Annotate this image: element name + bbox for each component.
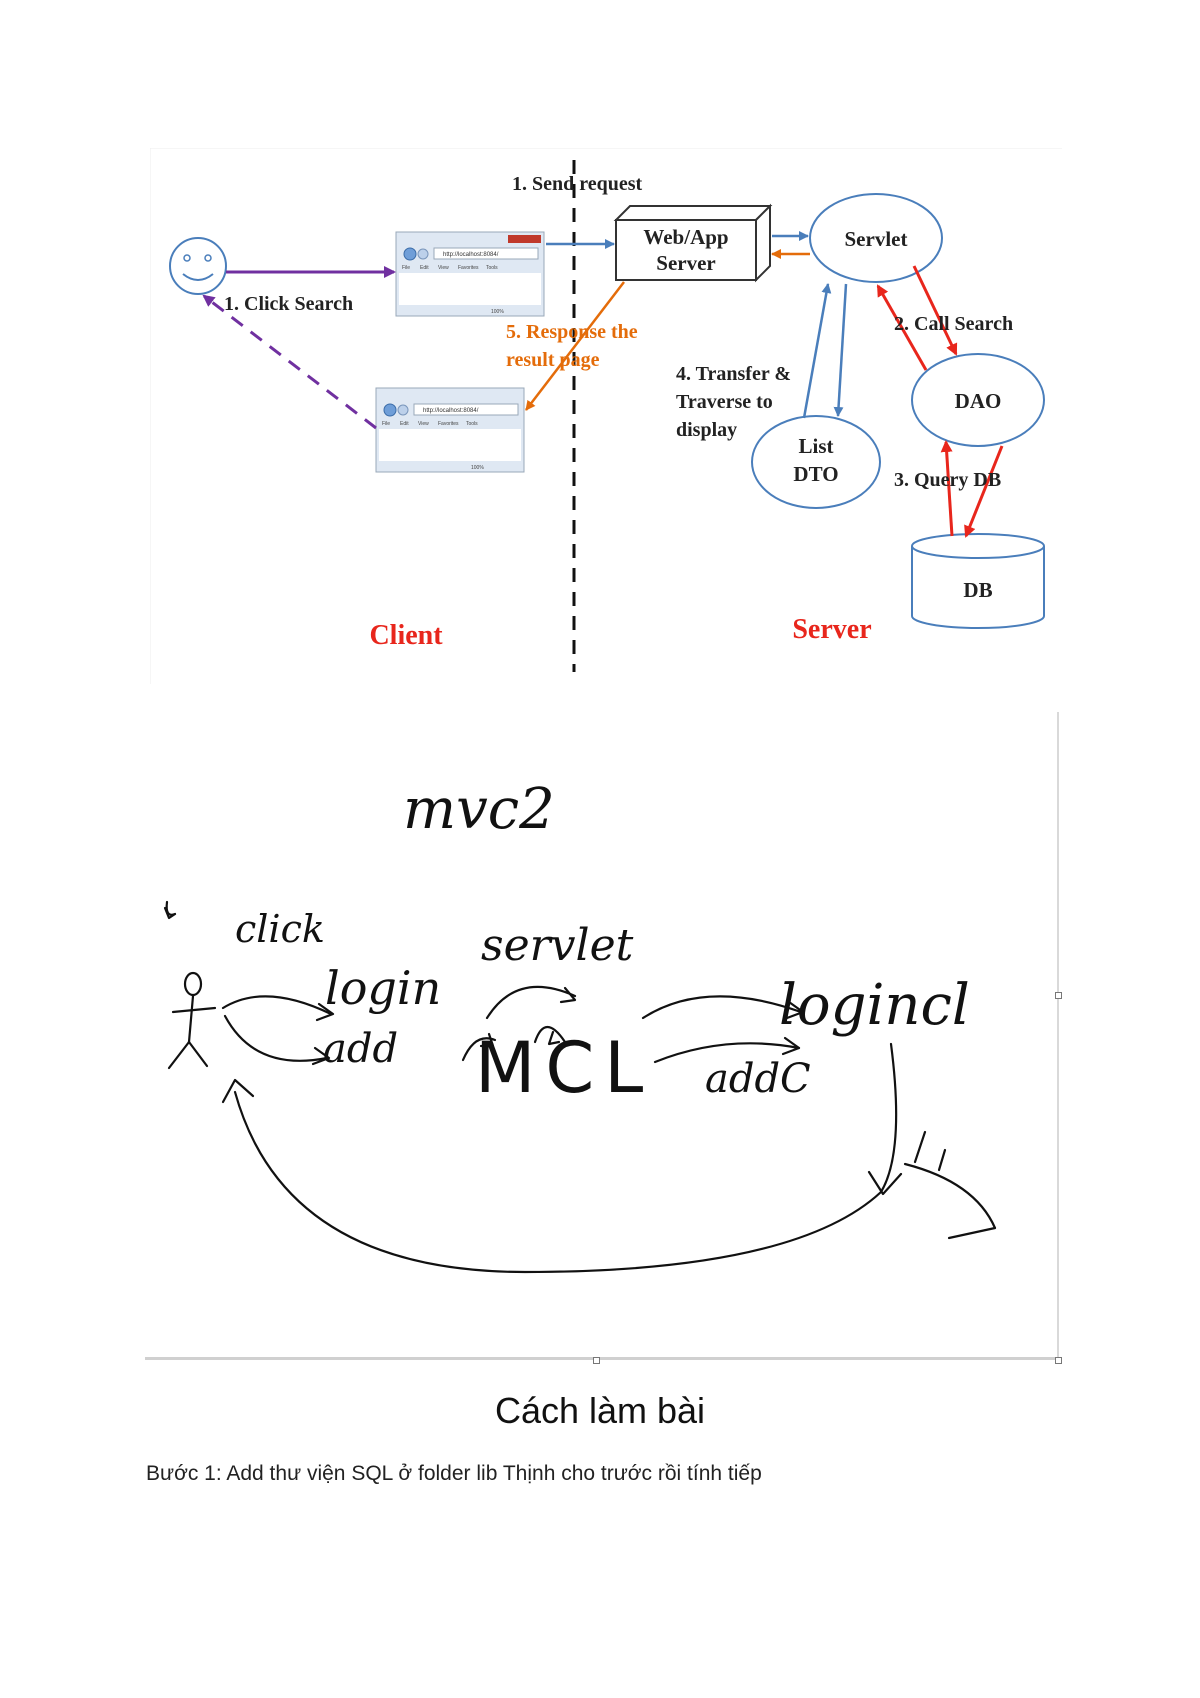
stick-figure-icon	[163, 900, 217, 1070]
query-db-label: 3. Query DB	[894, 469, 1001, 491]
sketch-login: login	[325, 961, 441, 1015]
servlet-to-dao-arrow	[912, 265, 958, 356]
browser-menu-item: Tools	[466, 421, 478, 427]
sketch-add: add	[323, 1026, 398, 1072]
browser-menu-item: View	[438, 265, 449, 271]
server-label: Server	[792, 614, 871, 645]
browser-window-request: http://localhost:8084/ File Edit View Fa…	[395, 231, 545, 317]
transfer-label: display	[676, 419, 737, 441]
sketch-click: click	[235, 907, 325, 951]
db-label: DB	[963, 578, 992, 602]
dao-node	[911, 353, 1045, 447]
browser-menu-item: Favorites	[438, 421, 459, 427]
client-label: Client	[369, 620, 443, 651]
servlet-label: Servlet	[845, 227, 908, 251]
browser-menu-item: File	[402, 265, 410, 271]
dao-label: DAO	[955, 389, 1002, 413]
sketch-servlet: servlet	[481, 920, 634, 971]
resize-handle[interactable]	[593, 1357, 600, 1364]
mvc-flow-diagram: http://localhost:8084/ File Edit View Fa…	[150, 148, 1062, 684]
dao-to-db-arrow	[964, 445, 1004, 538]
user-smiley-icon	[169, 237, 227, 295]
browser-menu-item: Edit	[420, 265, 429, 271]
browser-menu-item: Favorites	[458, 265, 479, 271]
transfer-label: Traverse to	[676, 391, 773, 413]
browser-menu-item: Tools	[486, 265, 498, 271]
sketch-title: mvc2	[403, 777, 555, 842]
sketch-addc: addC	[705, 1056, 811, 1102]
transfer-label: 4. Transfer &	[676, 363, 791, 385]
click-search-label: 1. Click Search	[224, 293, 353, 315]
web-app-server-label: Server	[656, 251, 715, 275]
handwritten-sketch-frame: mvc2 click login add servlet MCL logincl…	[145, 712, 1062, 1364]
list-dto-node	[751, 415, 881, 509]
db-to-dao-arrow	[940, 440, 954, 537]
list-dto-label: DTO	[793, 462, 838, 486]
browser-window-response: http://localhost:8084/ File Edit View Fa…	[375, 387, 525, 473]
send-request-label: 1. Send request	[512, 173, 643, 195]
section-heading: Cách làm bài	[494, 1390, 706, 1431]
dao-to-servlet-arrow	[876, 284, 928, 371]
sketch-mcl: MCL	[475, 1027, 653, 1109]
browser-url: http://localhost:8084/	[423, 408, 479, 414]
servlet-node	[809, 193, 943, 283]
web-app-server-label: Web/App	[643, 225, 728, 249]
browser-url: http://localhost:8084/	[443, 252, 499, 258]
browser-menu-item: Edit	[400, 421, 409, 427]
db-cylinder	[911, 533, 1045, 629]
dto-to-servlet-arrow	[802, 283, 832, 419]
browser-menu-item: File	[382, 421, 390, 427]
servlet-to-dto-arrow	[833, 283, 848, 417]
browser-zoom: 100%	[471, 465, 484, 471]
sketch-logincl: logincl	[779, 973, 970, 1038]
call-search-label: 2. Call Search	[894, 313, 1013, 335]
browser-menu-item: View	[418, 421, 429, 427]
browser-zoom: 100%	[491, 309, 504, 315]
resize-handle[interactable]	[1055, 992, 1062, 999]
resize-handle[interactable]	[1055, 1357, 1062, 1364]
list-dto-label: List	[798, 434, 833, 458]
response-label: result page	[506, 349, 600, 371]
response-label: 5. Response the	[506, 321, 638, 343]
return-arrow	[202, 294, 377, 430]
step-1-text: Bước 1: Add thư viện SQL ở folder lib Th…	[146, 1462, 762, 1485]
handwritten-sketch: mvc2 click login add servlet MCL logincl…	[163, 777, 997, 1274]
web-app-server-box	[613, 203, 773, 283]
response-page-arrow	[525, 281, 625, 411]
